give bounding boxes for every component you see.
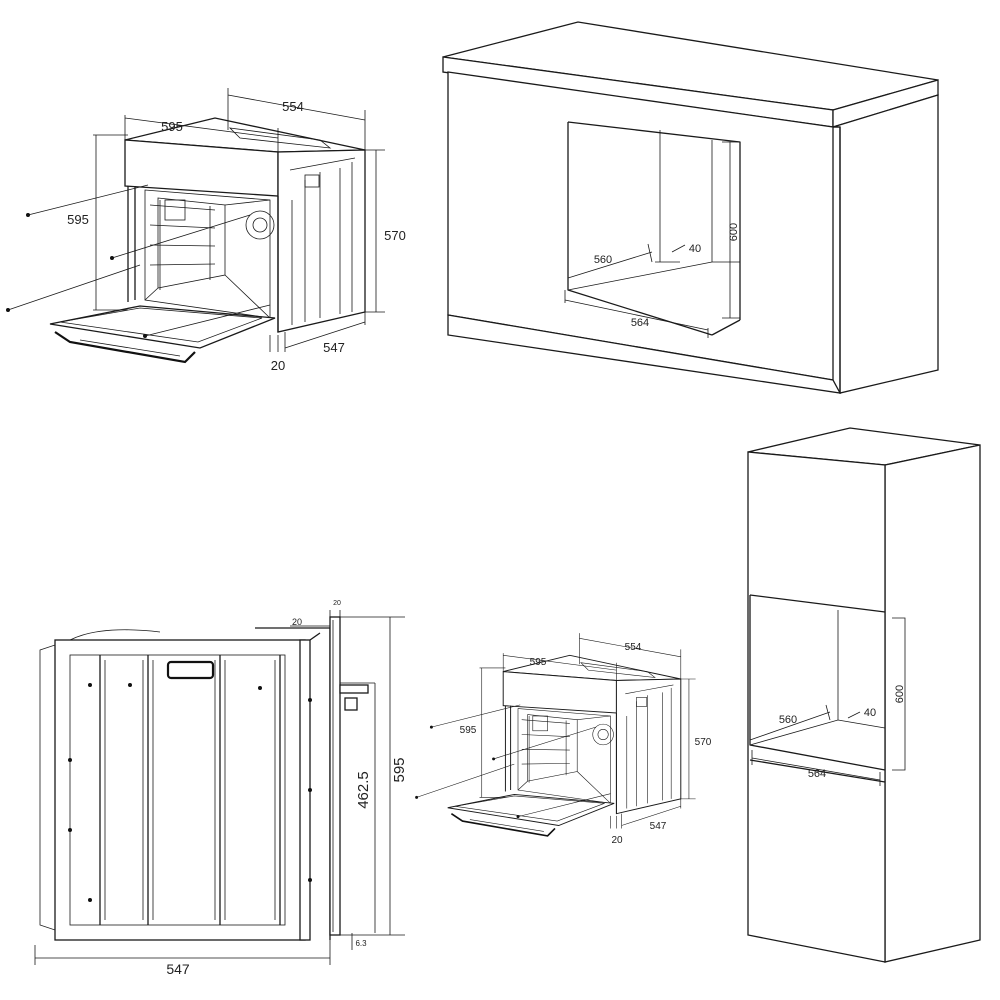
cabinet-under-counter: 560 40 600 564 [442,21,939,394]
dim-top-offset-door: 20 [333,600,341,607]
dim-opening-width-rear: 560 [779,714,797,726]
dim-height-left: 595 [460,725,477,736]
dim-overall-depth: 547 [166,961,190,977]
dim-height-right: 570 [384,228,406,243]
dim-inner-height: 462.5 [355,771,372,809]
dim-depth: 547 [650,821,667,832]
dim-width-front: 595 [530,657,547,668]
dim-opening-width-front: 564 [808,768,826,780]
dim-opening-height: 600 [894,685,906,703]
dim-height-left: 595 [67,212,89,227]
dim-offset: 20 [271,358,285,373]
dim-clearance: 40 [864,707,876,719]
oven-perspective-large: 554 595 595 570 547 20 [4,86,406,373]
cabinet-tall: 560 40 600 564 [747,427,981,963]
dim-top-offset-front: 20 [292,617,302,627]
dim-bottom-offset: 6.3 [355,939,367,948]
dim-opening-width-front: 564 [631,317,649,329]
dim-clearance: 40 [689,243,701,255]
dim-overall-height: 595 [391,757,408,782]
dim-opening-width-rear: 560 [594,254,612,266]
dim-depth: 547 [323,340,345,355]
dim-opening-height: 600 [728,223,740,241]
oven-side-view: 20 20 462.5 595 6.3 547 [34,600,408,977]
dim-width-top: 554 [282,99,304,114]
dim-width-front: 595 [161,119,183,134]
dim-width-top: 554 [625,642,642,653]
oven-perspective-small: 554 595 595 570 547 20 [414,632,712,846]
dim-height-right: 570 [695,737,712,748]
dim-offset: 20 [611,835,623,846]
